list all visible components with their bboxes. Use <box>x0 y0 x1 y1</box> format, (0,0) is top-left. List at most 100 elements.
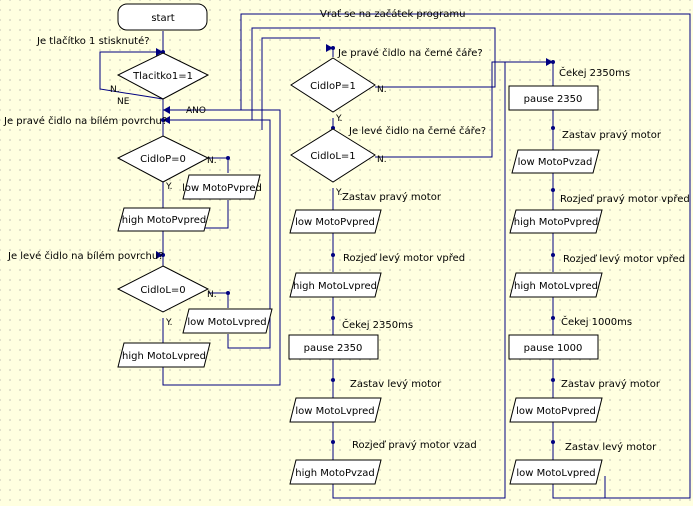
cmd-high-motolvpred-e[interactable]: high MotoLvpred <box>509 272 603 298</box>
branch-label-n: N. <box>207 290 217 300</box>
arrowhead <box>163 116 170 124</box>
cmd-high-motopvpred-a[interactable]: high MotoPvpred <box>117 207 211 232</box>
start-shape <box>117 3 208 31</box>
branch-labels: N. NE ANO N. Y. N. Y. N. Y. N. Y. <box>110 85 387 328</box>
junction-dot <box>331 126 335 130</box>
decision-label: CidloP=0 <box>140 154 186 165</box>
comment-text: Zastav levý motor <box>565 441 657 453</box>
decision-cidlol-0[interactable]: CidloL=0 <box>116 265 210 313</box>
command-shape <box>509 272 603 298</box>
comment-text: Je pravé čidlo na černé čáře? <box>337 47 483 59</box>
command-shape <box>182 308 273 334</box>
decision-shape <box>116 135 210 183</box>
cmd-high-motolvpred-b[interactable]: high MotoLvpred <box>289 272 382 298</box>
cmd-high-motolvpred-a[interactable]: high MotoLvpred <box>117 342 211 368</box>
comment-text: Zastav levý motor <box>350 378 442 390</box>
comment-text: Je levé čidlo na černé čáře? <box>348 125 486 137</box>
junction-dot <box>331 46 335 50</box>
decision-shape <box>116 52 210 100</box>
branch-label-y: Y. <box>165 318 173 328</box>
start-node[interactable]: start <box>117 3 208 31</box>
command-shape <box>117 342 211 368</box>
junction-dot <box>551 253 555 257</box>
cmd-low-motopvpred-a[interactable]: low MotoPvpred <box>182 174 262 200</box>
command-label: low MotoPvpred <box>295 217 375 228</box>
branch-label-ano: ANO <box>186 106 206 116</box>
comment-text: Zastav pravý motor <box>342 191 442 203</box>
branch-label-n: N. <box>207 156 217 166</box>
junction-dot <box>551 60 555 64</box>
comment-text: Zastav pravý motor <box>561 378 661 390</box>
command-label: pause 2350 <box>304 343 363 354</box>
command-label: low MotoLvpred <box>516 468 595 479</box>
command-shape <box>508 334 599 360</box>
junction-dot <box>226 156 230 160</box>
branch-label-n: N. <box>110 85 120 95</box>
comment-text: Rozjeď pravý motor vzad <box>352 439 477 451</box>
command-shape <box>289 397 382 423</box>
decision-shape <box>290 57 376 113</box>
command-label: low MotoLvpred <box>187 317 266 328</box>
cmd-low-motolvpred-e[interactable]: low MotoLvpred <box>509 459 603 485</box>
branch-label-n: N. <box>377 155 387 165</box>
comment-text: Zastav pravý motor <box>562 129 662 141</box>
decision-tlacitko[interactable]: Tlacitko1=1 <box>116 52 210 100</box>
cmd-low-motolvpred-b[interactable]: low MotoLvpred <box>289 397 382 423</box>
cmd-pause-1000-e[interactable]: pause 1000 <box>508 334 599 360</box>
command-label: pause 2350 <box>524 94 583 105</box>
command-shape <box>289 272 382 298</box>
command-label: high MotoLvpred <box>293 281 377 292</box>
cmd-low-motopvpred-b[interactable]: low MotoPvpred <box>289 209 382 234</box>
connector <box>163 119 271 349</box>
decision-label: Tlacitko1=1 <box>132 71 193 82</box>
cmd-low-motopvzad-e[interactable]: low MotoPvzad <box>511 149 600 174</box>
cmd-low-motopvpred-e[interactable]: low MotoPvpred <box>509 397 603 423</box>
junction-dot <box>551 188 555 192</box>
connector <box>261 37 320 130</box>
cmd-high-motopvzad-b[interactable]: high MotoPvzad <box>289 459 382 485</box>
branch-label-y: Y. <box>335 114 343 124</box>
comment-text: Je levé čidlo na bílém povrchu? <box>7 250 164 262</box>
command-label: high MotoPvpred <box>122 215 206 226</box>
comment-text: Čekej 2350ms <box>342 318 413 331</box>
command-label: low MotoPvpred <box>516 406 596 417</box>
command-shape <box>288 334 379 360</box>
junction-dot <box>331 316 335 320</box>
command-label: high MotoPvpred <box>514 217 598 228</box>
connector <box>99 51 164 100</box>
command-shape <box>509 209 603 234</box>
connectors <box>99 13 691 499</box>
comment-text: Čekej 1000ms <box>561 315 632 328</box>
junction-dot <box>551 126 555 130</box>
decision-cidlol-1[interactable]: CidloL=1 <box>290 128 376 183</box>
cmd-low-motolvpred-a[interactable]: low MotoLvpred <box>182 308 273 334</box>
decision-label: CidloL=0 <box>140 285 185 296</box>
branch-label-n: N. <box>377 85 387 95</box>
command-label: high MotoPvzad <box>295 468 374 479</box>
connector <box>375 48 496 88</box>
decision-cidlop-0[interactable]: CidloP=0 <box>116 135 210 183</box>
comment-text: Čekej 2350ms <box>559 66 630 79</box>
junction-dot <box>161 118 165 122</box>
junction-dot <box>331 440 335 444</box>
cmd-pause-2350-b[interactable]: pause 2350 <box>288 334 379 360</box>
command-shape <box>509 397 603 423</box>
command-shape <box>509 459 603 485</box>
command-shape <box>289 459 382 485</box>
connector <box>240 13 691 499</box>
cmd-high-motopvpred-e[interactable]: high MotoPvpred <box>509 209 603 234</box>
arrowhead <box>156 251 163 259</box>
junction-dot <box>331 378 335 382</box>
decision-cidlop-1[interactable]: CidloP=1 <box>290 57 376 113</box>
decision-label: CidloP=1 <box>310 81 356 92</box>
branch-label-y: Y. <box>165 182 173 192</box>
junction-dot <box>226 291 230 295</box>
comment-text: Rozjeď pravý motor vpřed <box>560 193 690 205</box>
comment-text: Je tlačítko 1 stisknuté? <box>36 35 150 47</box>
cmd-pause-2350-e[interactable]: pause 2350 <box>508 85 599 111</box>
command-label: low MotoLvpred <box>295 406 374 417</box>
connector <box>552 484 605 499</box>
command-label: high MotoLvpred <box>122 351 206 362</box>
